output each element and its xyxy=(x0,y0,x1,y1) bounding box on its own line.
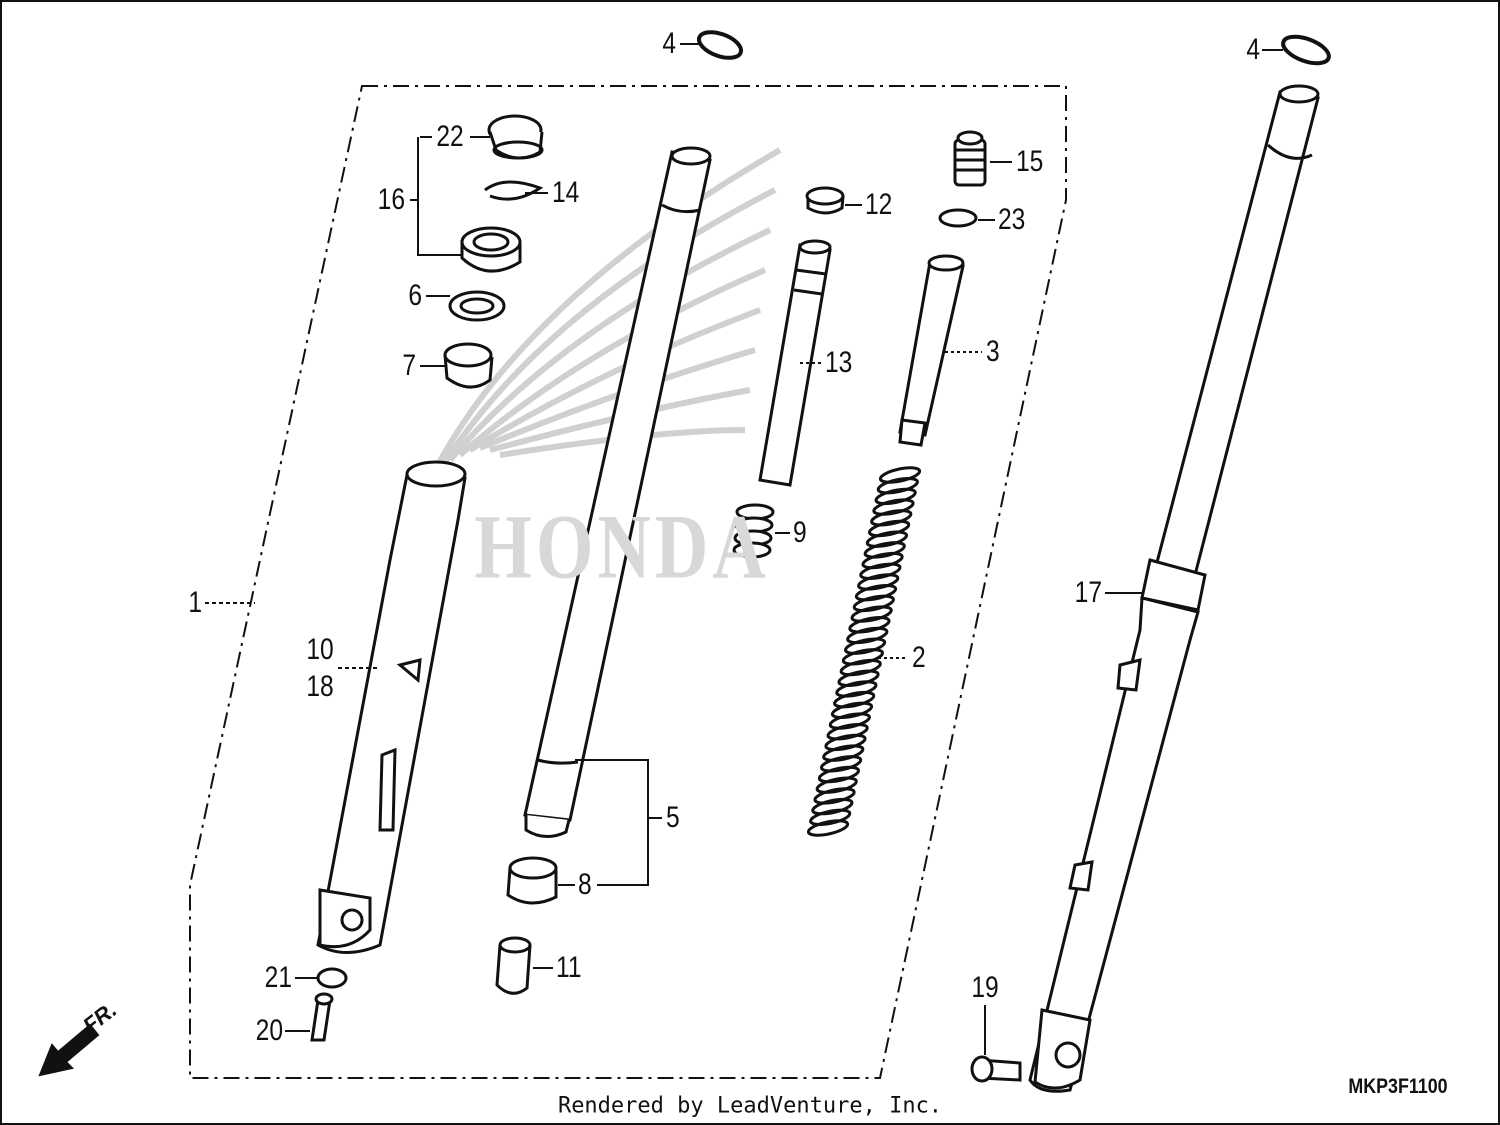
piston-rod-part-13 xyxy=(758,239,832,487)
fork-slider-part-1 xyxy=(316,460,467,954)
adjuster-part-15 xyxy=(953,130,987,187)
callout-9: 9 xyxy=(793,516,807,549)
callout-14: 14 xyxy=(552,176,580,209)
spring-coil xyxy=(854,583,898,602)
spring-coil xyxy=(819,755,863,773)
rebound-spring-part-9 xyxy=(732,503,775,559)
callout-13: 13 xyxy=(825,346,853,379)
front-direction-arrow xyxy=(38,1023,100,1077)
callout-15: 15 xyxy=(1016,145,1044,178)
callout-22: 22 xyxy=(436,120,464,153)
callout-5: 5 xyxy=(666,801,680,834)
callout-6: 6 xyxy=(408,279,422,312)
spring-coil xyxy=(813,787,856,805)
spring-coil xyxy=(828,712,871,730)
bushing-part-7 xyxy=(443,342,494,389)
callout-1: 1 xyxy=(188,586,202,619)
spring-coil xyxy=(822,744,865,762)
collar-part-12 xyxy=(805,186,845,215)
spring-coil xyxy=(839,658,882,677)
callout-2: 2 xyxy=(912,641,926,674)
callout-18: 18 xyxy=(306,670,334,703)
bushing-part-8 xyxy=(506,856,558,905)
callout-4-left: 4 xyxy=(662,27,676,60)
clip-part-14 xyxy=(484,180,544,201)
callout-8: 8 xyxy=(578,868,592,901)
dust-seal-part-22 xyxy=(487,114,544,160)
spring-coil xyxy=(846,626,889,645)
footer-credit: Rendered by LeadVenture, Inc. xyxy=(557,1093,943,1119)
spring-coil xyxy=(867,519,911,538)
spring-coil xyxy=(833,690,876,709)
fork-spring-part-2 xyxy=(806,466,922,837)
spring-coil xyxy=(811,797,854,816)
callout-20: 20 xyxy=(255,1014,283,1047)
spring-coil xyxy=(817,765,861,784)
spring-coil xyxy=(878,466,922,484)
callout-4-right: 4 xyxy=(1246,33,1260,66)
spring-coil xyxy=(837,669,880,687)
spring-coil xyxy=(859,562,902,580)
callout-19: 19 xyxy=(971,971,999,1004)
spring-coil xyxy=(848,616,891,634)
spring-coil xyxy=(835,680,878,698)
spring-coil xyxy=(863,541,906,559)
assembly-boundary xyxy=(189,85,1067,1079)
spring-coil xyxy=(809,808,852,826)
bolt-part-20 xyxy=(310,992,334,1042)
spring-coil xyxy=(843,637,887,655)
washer-part-21 xyxy=(316,967,348,989)
callout-17: 17 xyxy=(1074,576,1102,609)
spring-coil xyxy=(861,551,904,570)
callout-7: 7 xyxy=(402,349,416,382)
spring-coil xyxy=(824,733,867,752)
spring-coil xyxy=(852,594,895,613)
spring-coil xyxy=(850,605,893,623)
spacer-part-3 xyxy=(898,254,965,447)
callout-12: 12 xyxy=(865,188,893,221)
bolt-part-19 xyxy=(970,1055,1022,1083)
callout-11: 11 xyxy=(556,951,582,984)
callout-23: 23 xyxy=(998,203,1026,236)
spring-coil xyxy=(830,701,874,720)
leader-lines xyxy=(205,43,1283,1055)
spring-coil xyxy=(815,776,858,794)
spring-coil xyxy=(872,498,915,516)
diagram-code: MKP3F1100 xyxy=(1348,1075,1448,1098)
callout-16: 16 xyxy=(377,183,405,216)
washer-part-23 xyxy=(938,208,978,228)
callout-10: 10 xyxy=(306,633,334,666)
honda-wing-logo xyxy=(427,147,782,482)
spring-coil xyxy=(874,487,917,506)
ring-part-6 xyxy=(448,290,506,322)
o-ring-part-4-left xyxy=(696,30,744,60)
spring-coil xyxy=(876,477,919,495)
spring-coil xyxy=(826,723,869,741)
spring-coil xyxy=(857,573,900,591)
o-ring-part-4-right xyxy=(1281,34,1331,66)
honda-watermark-text: HONDA xyxy=(474,496,770,599)
spring-coil xyxy=(870,509,913,527)
spring-coil xyxy=(865,530,909,548)
fork-assembly-part-17 xyxy=(1028,84,1320,1093)
spring-coil xyxy=(806,819,850,837)
oil-seal-part-16 xyxy=(460,226,522,273)
callout-21: 21 xyxy=(264,961,292,994)
spring-coil xyxy=(841,648,885,666)
piece-part-11 xyxy=(495,936,532,995)
fork-tube-part-5 xyxy=(523,146,712,838)
callout-3: 3 xyxy=(986,335,1000,368)
